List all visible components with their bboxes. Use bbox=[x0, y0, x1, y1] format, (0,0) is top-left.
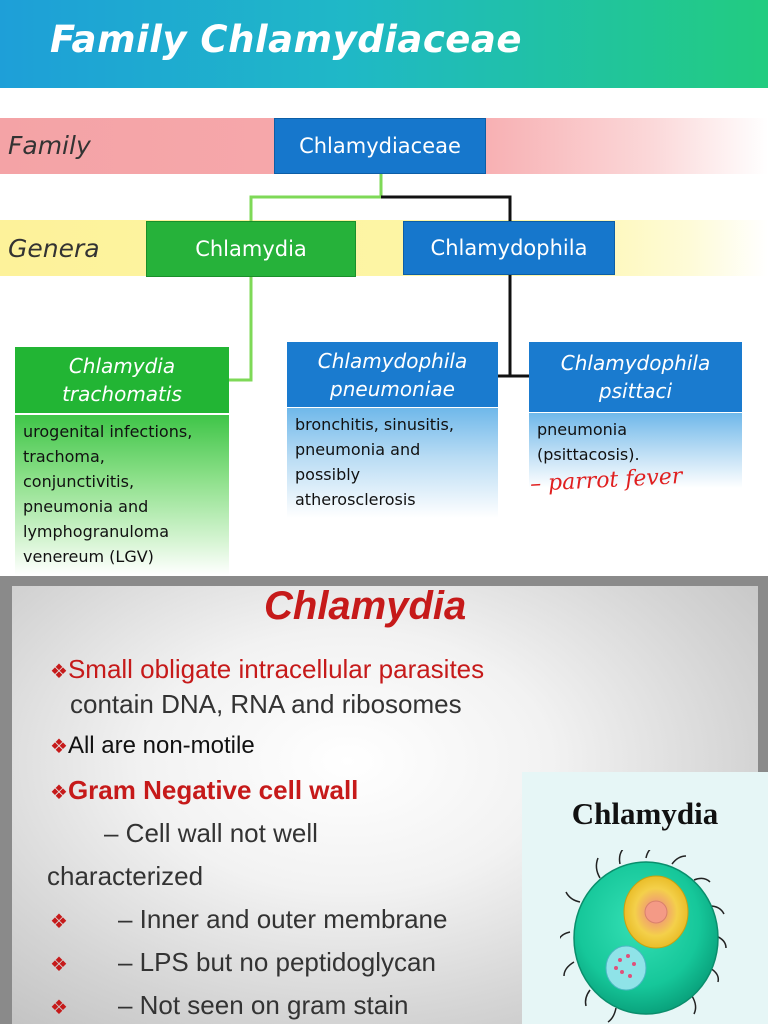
slide-line-8: ❖ – LPS but no peptidoglycan bbox=[50, 947, 436, 978]
species-name-line: Chlamydophila bbox=[560, 351, 711, 375]
genera-band bbox=[0, 220, 768, 276]
disease-line: atherosclerosis bbox=[295, 490, 416, 509]
species-name-line: psittaci bbox=[598, 379, 673, 403]
bullet-icon: ❖ bbox=[50, 736, 68, 758]
disease-line: pneumonia and bbox=[295, 440, 421, 459]
bullet-icon: ❖ bbox=[50, 911, 68, 933]
slide-line-9: ❖ – Not seen on gram stain bbox=[50, 990, 408, 1021]
genus-chlamydia-box: Chlamydia bbox=[146, 221, 356, 277]
illustration-title: Chlamydia bbox=[571, 796, 719, 831]
species-name-line: trachomatis bbox=[62, 382, 182, 406]
slide-line-3: ❖All are non-motile bbox=[50, 732, 255, 760]
disease-line: pneumonia and bbox=[23, 497, 149, 516]
disease-line: bronchitis, sinusitis, bbox=[295, 415, 454, 434]
species-pneumoniae-header: Chlamydophila pneumoniae bbox=[287, 342, 498, 407]
genus-chlamydophila-box: Chlamydophila bbox=[403, 221, 615, 275]
connector-chlamydophila-to-pneumoniae bbox=[498, 275, 512, 378]
slide-line-1-text: Small obligate intracellular parasites bbox=[67, 654, 485, 684]
slide-line-4: ❖Gram Negative cell wall bbox=[50, 775, 358, 806]
bullet-icon: ❖ bbox=[50, 782, 68, 804]
disease-line: possibly bbox=[295, 465, 361, 484]
disease-line: urogenital infections, bbox=[23, 422, 193, 441]
slide-line-7: ❖ – Inner and outer membrane bbox=[50, 904, 447, 935]
chlamydia-cell-icon bbox=[560, 850, 727, 1023]
disease-line: conjunctivitis, bbox=[23, 472, 135, 491]
genera-rank-label: Genera bbox=[8, 234, 100, 263]
species-name-line: Chlamydia bbox=[68, 354, 176, 378]
species-trachomatis-diseases: urogenital infections, trachoma, conjunc… bbox=[15, 415, 229, 575]
slide-line-6: characterized bbox=[47, 861, 204, 891]
slide-line-5: – Cell wall not well bbox=[104, 818, 318, 848]
slide-line-9-text: – Not seen on gram stain bbox=[117, 990, 409, 1020]
slide-line-2: contain DNA, RNA and ribosomes bbox=[70, 689, 462, 719]
bullet-icon: ❖ bbox=[50, 954, 68, 976]
species-psittaci-diseases: pneumonia (psittacosis). bbox=[529, 413, 742, 488]
family-rank-label: Family bbox=[8, 131, 91, 160]
species-pneumoniae-diseases: bronchitis, sinusitis, pneumonia and pos… bbox=[287, 408, 498, 518]
disease-line: (psittacosis). bbox=[537, 445, 640, 464]
connector-family-to-chlamydophila bbox=[381, 195, 512, 221]
species-name-line: pneumoniae bbox=[330, 376, 455, 401]
bullet-icon: ❖ bbox=[50, 997, 68, 1019]
disease-line: pneumonia bbox=[537, 420, 628, 439]
slide-line-4-text: Gram Negative cell wall bbox=[67, 775, 359, 805]
connector-chlamydia-to-trachomatis bbox=[229, 277, 253, 382]
slide-line-1: ❖Small obligate intracellular parasites bbox=[50, 654, 484, 685]
disease-line: lymphogranuloma bbox=[23, 522, 170, 541]
species-trachomatis-header: Chlamydia trachomatis bbox=[15, 347, 229, 413]
connector-family-to-chlamydia bbox=[249, 174, 383, 221]
bullet-icon: ❖ bbox=[50, 661, 68, 683]
slide-title: Chlamydia bbox=[264, 584, 467, 628]
slide-line-3-text: All are non-motile bbox=[67, 732, 255, 759]
page-title: Family Chlamydiaceae bbox=[50, 18, 522, 61]
species-psittaci-header: Chlamydophila psittaci bbox=[529, 342, 742, 412]
disease-line: trachoma, bbox=[23, 447, 105, 466]
species-name-line: Chlamydophila bbox=[317, 348, 468, 373]
taxonomy-connectors bbox=[229, 174, 529, 382]
disease-line: venereum (LGV) bbox=[23, 547, 154, 566]
slide-line-8-text: – LPS but no peptidoglycan bbox=[117, 947, 436, 977]
header-banner bbox=[0, 0, 768, 88]
family-box: Chlamydiaceae bbox=[274, 118, 486, 174]
slide-line-7-text: – Inner and outer membrane bbox=[117, 904, 448, 934]
